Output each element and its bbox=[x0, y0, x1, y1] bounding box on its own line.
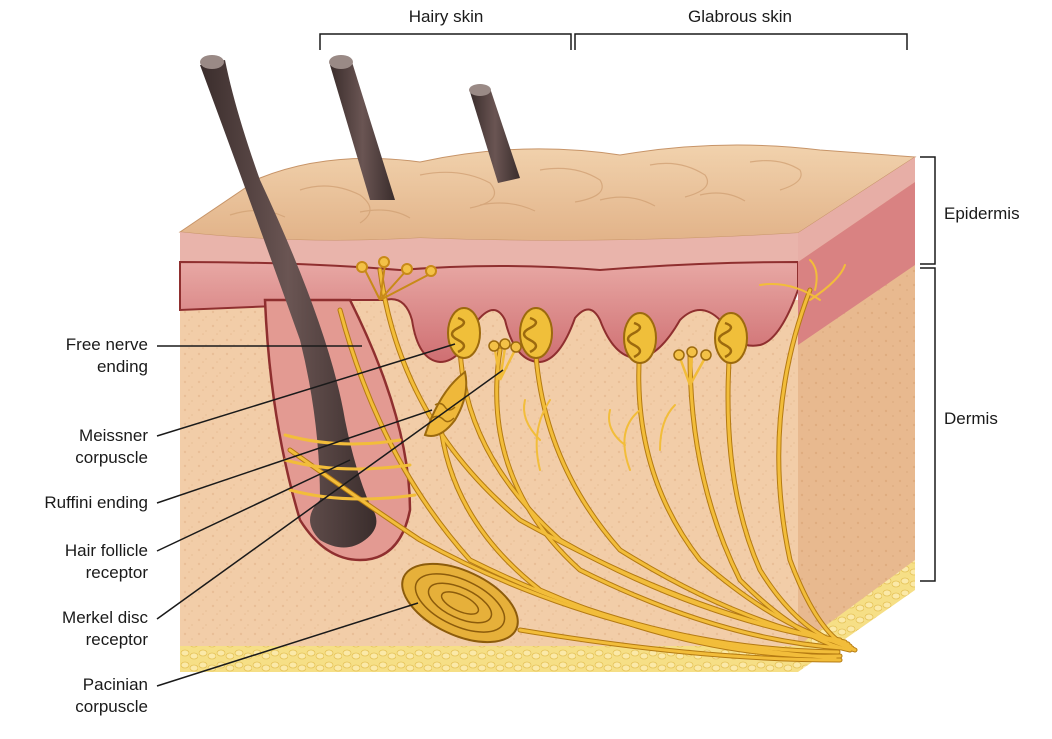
label-ruffini-ending-line1: Ruffini ending bbox=[44, 493, 148, 512]
pacinian-corpuscle bbox=[401, 562, 519, 644]
meissner-corpuscles bbox=[447, 307, 748, 364]
label-meissner-corpuscle-line1: Meissner bbox=[79, 426, 148, 445]
leader-lines bbox=[156, 343, 504, 687]
surface-texture bbox=[229, 160, 802, 224]
merkel-discs bbox=[488, 338, 712, 386]
meissner-corpuscle-4 bbox=[714, 312, 748, 364]
glabrous-skin-bracket bbox=[574, 33, 908, 50]
epidermis-side-basal bbox=[798, 182, 915, 345]
label-ruffini-ending: Ruffini ending bbox=[2, 492, 148, 514]
hair-shaft-2 bbox=[330, 62, 395, 200]
label-pacinian-corpuscle: Pacinian corpuscle bbox=[2, 674, 148, 718]
label-meissner-corpuscle-line2: corpuscle bbox=[75, 448, 148, 467]
label-merkel-disc-receptor-line1: Merkel disc bbox=[62, 608, 148, 627]
ruffini-ending bbox=[423, 370, 468, 437]
hair-shaft-long bbox=[200, 60, 377, 548]
epidermis-surface bbox=[178, 144, 917, 242]
meissner-corpuscle-2 bbox=[519, 307, 553, 359]
label-merkel-disc-receptor-line2: receptor bbox=[85, 630, 148, 649]
epidermis-bracket bbox=[920, 156, 936, 265]
leader-meissner-corpuscle bbox=[156, 343, 456, 437]
label-free-nerve-ending-line2: ending bbox=[96, 357, 148, 376]
hair-tip-2 bbox=[329, 55, 353, 69]
label-hair-follicle-receptor-line1: Hair follicle bbox=[64, 541, 148, 560]
leader-ruffini-ending bbox=[156, 409, 433, 504]
top-brackets bbox=[319, 33, 908, 50]
label-pacinian-corpuscle-line1: Pacinian bbox=[82, 675, 148, 694]
meissner-corpuscle-3 bbox=[623, 312, 657, 364]
leader-pacinian-corpuscle bbox=[156, 602, 419, 687]
label-meissner-corpuscle: Meissner corpuscle bbox=[2, 425, 148, 469]
label-hairy-skin: Hairy skin bbox=[408, 7, 484, 26]
fat-layer bbox=[180, 646, 798, 672]
hair-shaft-3 bbox=[470, 88, 520, 183]
nerve-fibers bbox=[283, 259, 858, 663]
hairy-skin-bracket bbox=[319, 33, 572, 50]
hair-tip-1 bbox=[200, 55, 224, 69]
label-dermis: Dermis bbox=[944, 409, 998, 428]
label-glabrous-skin: Glabrous skin bbox=[688, 7, 792, 26]
label-free-nerve-ending-line1: Free nerve bbox=[65, 335, 148, 354]
hairs bbox=[200, 55, 520, 548]
epidermis-front-layer bbox=[180, 232, 798, 270]
skin-block bbox=[178, 144, 917, 672]
label-merkel-disc-receptor: Merkel disc receptor bbox=[2, 607, 148, 651]
free-nerve-ending-branches bbox=[356, 256, 437, 301]
label-hair-follicle-receptor-line2: receptor bbox=[85, 563, 148, 582]
meissner-corpuscle-1 bbox=[447, 307, 481, 359]
hair-tip-3 bbox=[469, 84, 491, 96]
epidermis-side-top bbox=[798, 157, 915, 262]
dermis-bracket bbox=[920, 267, 936, 582]
label-hair-follicle-receptor: Hair follicle receptor bbox=[2, 540, 148, 584]
label-free-nerve-ending: Free nerve ending bbox=[2, 334, 148, 378]
side-brackets bbox=[920, 156, 936, 582]
label-pacinian-corpuscle-line2: corpuscle bbox=[75, 697, 148, 716]
leader-hair-follicle-receptor bbox=[156, 459, 351, 552]
label-epidermis: Epidermis bbox=[944, 204, 1020, 223]
leader-merkel-disc-receptor bbox=[156, 369, 504, 620]
